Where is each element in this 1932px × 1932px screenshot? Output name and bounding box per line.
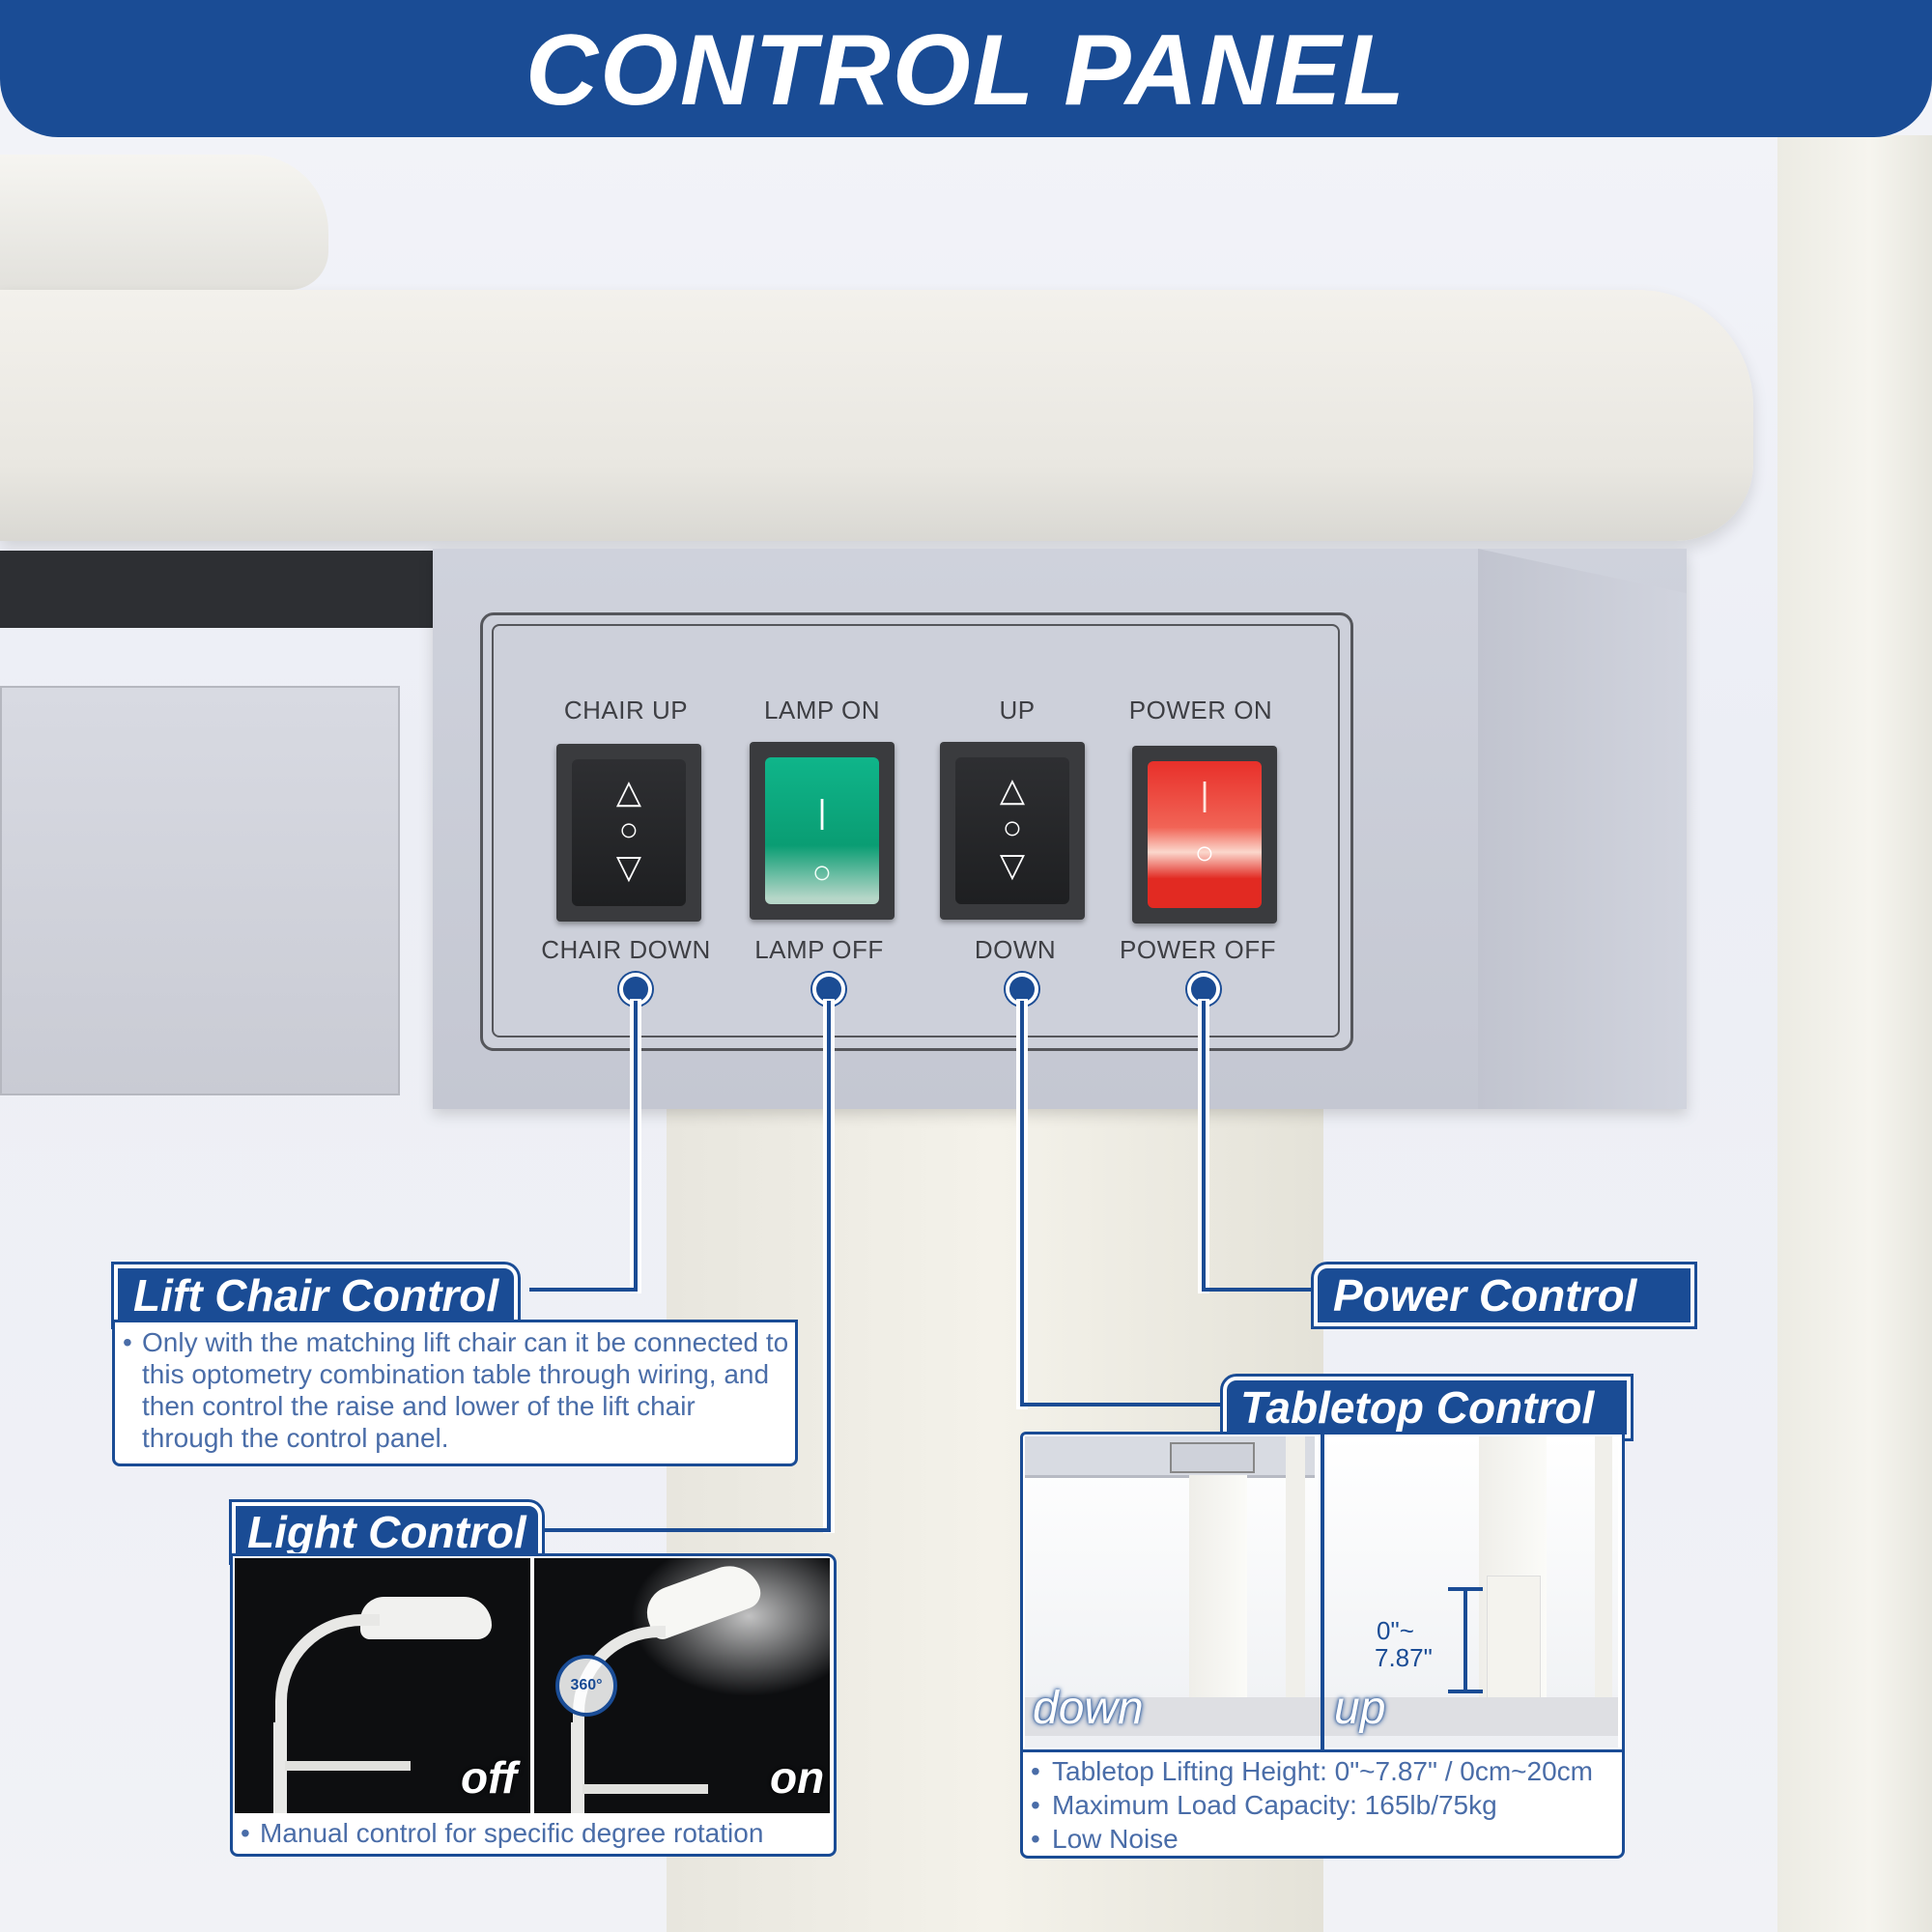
range-label-2: 7.87"	[1375, 1643, 1433, 1672]
off-mark-icon: ○	[811, 854, 833, 891]
connector-chair	[634, 1001, 638, 1291]
bullet-dot-icon: •	[1031, 1824, 1040, 1854]
header-banner	[0, 0, 1932, 137]
mini-base	[1025, 1697, 1321, 1736]
photo-divider	[1321, 1435, 1324, 1749]
circle-icon: ○	[618, 811, 639, 848]
light-control-tag: Light Control	[232, 1502, 542, 1562]
circle-icon: ○	[1002, 810, 1023, 846]
range-bar-bottom	[1448, 1690, 1483, 1693]
tabletop-bullet-text: Low Noise	[1052, 1824, 1179, 1854]
tabletop	[0, 290, 1753, 541]
lamp-on-label: LAMP ON	[763, 696, 881, 724]
tabletop-switch-rocker: △ ○ ▽	[955, 757, 1069, 904]
drawer-rail	[0, 551, 435, 628]
bullet-dot-icon: •	[123, 1327, 132, 1357]
power-off-label: POWER OFF	[1120, 935, 1276, 964]
up-arrow-icon: △	[999, 772, 1026, 809]
connector-tabletop-h	[1020, 1403, 1233, 1406]
lamp-pole	[273, 1722, 287, 1813]
connector-lamp-h	[529, 1528, 831, 1532]
power-on-label: POWER ON	[1128, 696, 1273, 724]
instrument-base	[0, 155, 328, 290]
up-arrow-icon: △	[615, 774, 642, 810]
lamp-mount	[285, 1761, 411, 1771]
table-leg-right	[1777, 135, 1932, 1932]
mini-leg	[1595, 1436, 1612, 1726]
tabletop-down-photo: down	[1025, 1436, 1321, 1747]
page-title: CONTROL PANEL	[526, 14, 1406, 127]
off-mark-icon: ○	[1194, 835, 1215, 871]
power-switch-rocker: | ○	[1148, 761, 1262, 908]
lamp-switch-rocker: | ○	[765, 757, 879, 904]
connector-power	[1202, 1001, 1206, 1291]
lamp-off-label: LAMP OFF	[754, 935, 884, 964]
light-text: Manual control for specific degree rotat…	[260, 1818, 764, 1848]
power-switch[interactable]: | ○	[1132, 746, 1277, 923]
chair-switch[interactable]: △ ○ ▽	[556, 744, 701, 922]
off-label: off	[461, 1752, 517, 1803]
bullet-dot-icon: •	[241, 1818, 250, 1848]
lift-chair-tag: Lift Chair Control	[114, 1264, 519, 1326]
light-bullet: • Manual control for specific degree rot…	[241, 1817, 820, 1849]
lift-chair-bullet: • Only with the matching lift chair can …	[123, 1326, 789, 1454]
tabletop-up-photo: 0"~ 7.87" up	[1324, 1436, 1618, 1747]
lamp-off-photo: off	[235, 1558, 530, 1813]
lamp-switch[interactable]: | ○	[750, 742, 895, 920]
card-divider	[1023, 1749, 1622, 1752]
chair-down-label: CHAIR DOWN	[541, 935, 711, 964]
on-label: on	[770, 1752, 825, 1803]
tabletop-bullet-2: • Maximum Load Capacity: 165lb/75kg	[1031, 1789, 1615, 1821]
down-arrow-icon: ▽	[615, 849, 642, 886]
range-bar	[1463, 1589, 1467, 1691]
tabletop-bullet-3: • Low Noise	[1031, 1823, 1615, 1855]
connector-tabletop	[1020, 1001, 1024, 1406]
mini-base	[1324, 1697, 1618, 1736]
tabletop-card: down 0"~ 7.87" up • Tabletop Lifting Hei…	[1020, 1432, 1625, 1859]
bullet-dot-icon: •	[1031, 1790, 1040, 1820]
up-label: UP	[999, 696, 1036, 724]
chair-up-label: CHAIR UP	[563, 696, 689, 724]
connector-chair-h	[529, 1288, 638, 1292]
drawer	[0, 686, 400, 1095]
tabletop-switch[interactable]: △ ○ ▽	[940, 742, 1085, 920]
range-bar-top	[1448, 1587, 1483, 1591]
control-box-side	[1478, 549, 1687, 1109]
mini-column	[1189, 1475, 1247, 1707]
chair-switch-rocker: △ ○ ▽	[572, 759, 686, 906]
bullet-dot-icon: •	[1031, 1756, 1040, 1786]
lift-chair-card: • Only with the matching lift chair can …	[112, 1320, 798, 1466]
lamp-arm	[275, 1614, 380, 1742]
down-photo-label: down	[1033, 1683, 1144, 1734]
tabletop-bullet-text: Maximum Load Capacity: 165lb/75kg	[1052, 1790, 1497, 1820]
rotation-360-icon: 360°	[555, 1655, 617, 1717]
down-label: DOWN	[974, 935, 1057, 964]
tabletop-bullet-1: • Tabletop Lifting Height: 0"~7.87" / 0c…	[1031, 1755, 1615, 1787]
connector-lamp	[827, 1001, 831, 1532]
mini-control-panel	[1170, 1442, 1255, 1473]
up-photo-label: up	[1334, 1683, 1386, 1734]
mini-column-inner	[1487, 1576, 1541, 1713]
tabletop-control-tag: Tabletop Control	[1223, 1377, 1631, 1438]
on-mark-icon: |	[1200, 777, 1209, 813]
lamp-on-photo: 360° on	[534, 1558, 830, 1813]
lamp-pole	[571, 1722, 584, 1813]
power-control-tag: Power Control	[1314, 1264, 1694, 1326]
tabletop-bullets: • Tabletop Lifting Height: 0"~7.87" / 0c…	[1031, 1755, 1615, 1855]
down-arrow-icon: ▽	[999, 847, 1026, 884]
mini-leg	[1286, 1436, 1305, 1726]
range-label-1: 0"~	[1377, 1616, 1414, 1645]
on-mark-icon: |	[817, 794, 827, 831]
control-faceplate-border	[492, 624, 1340, 1037]
tabletop-bullet-text: Tabletop Lifting Height: 0"~7.87" / 0cm~…	[1052, 1756, 1593, 1786]
lamp-mount	[582, 1784, 708, 1794]
connector-power-h	[1202, 1288, 1318, 1292]
light-control-card: off 360° on • Manual control for specifi…	[230, 1553, 837, 1857]
lift-chair-text: Only with the matching lift chair can it…	[142, 1327, 789, 1453]
lamp-head	[360, 1597, 492, 1639]
